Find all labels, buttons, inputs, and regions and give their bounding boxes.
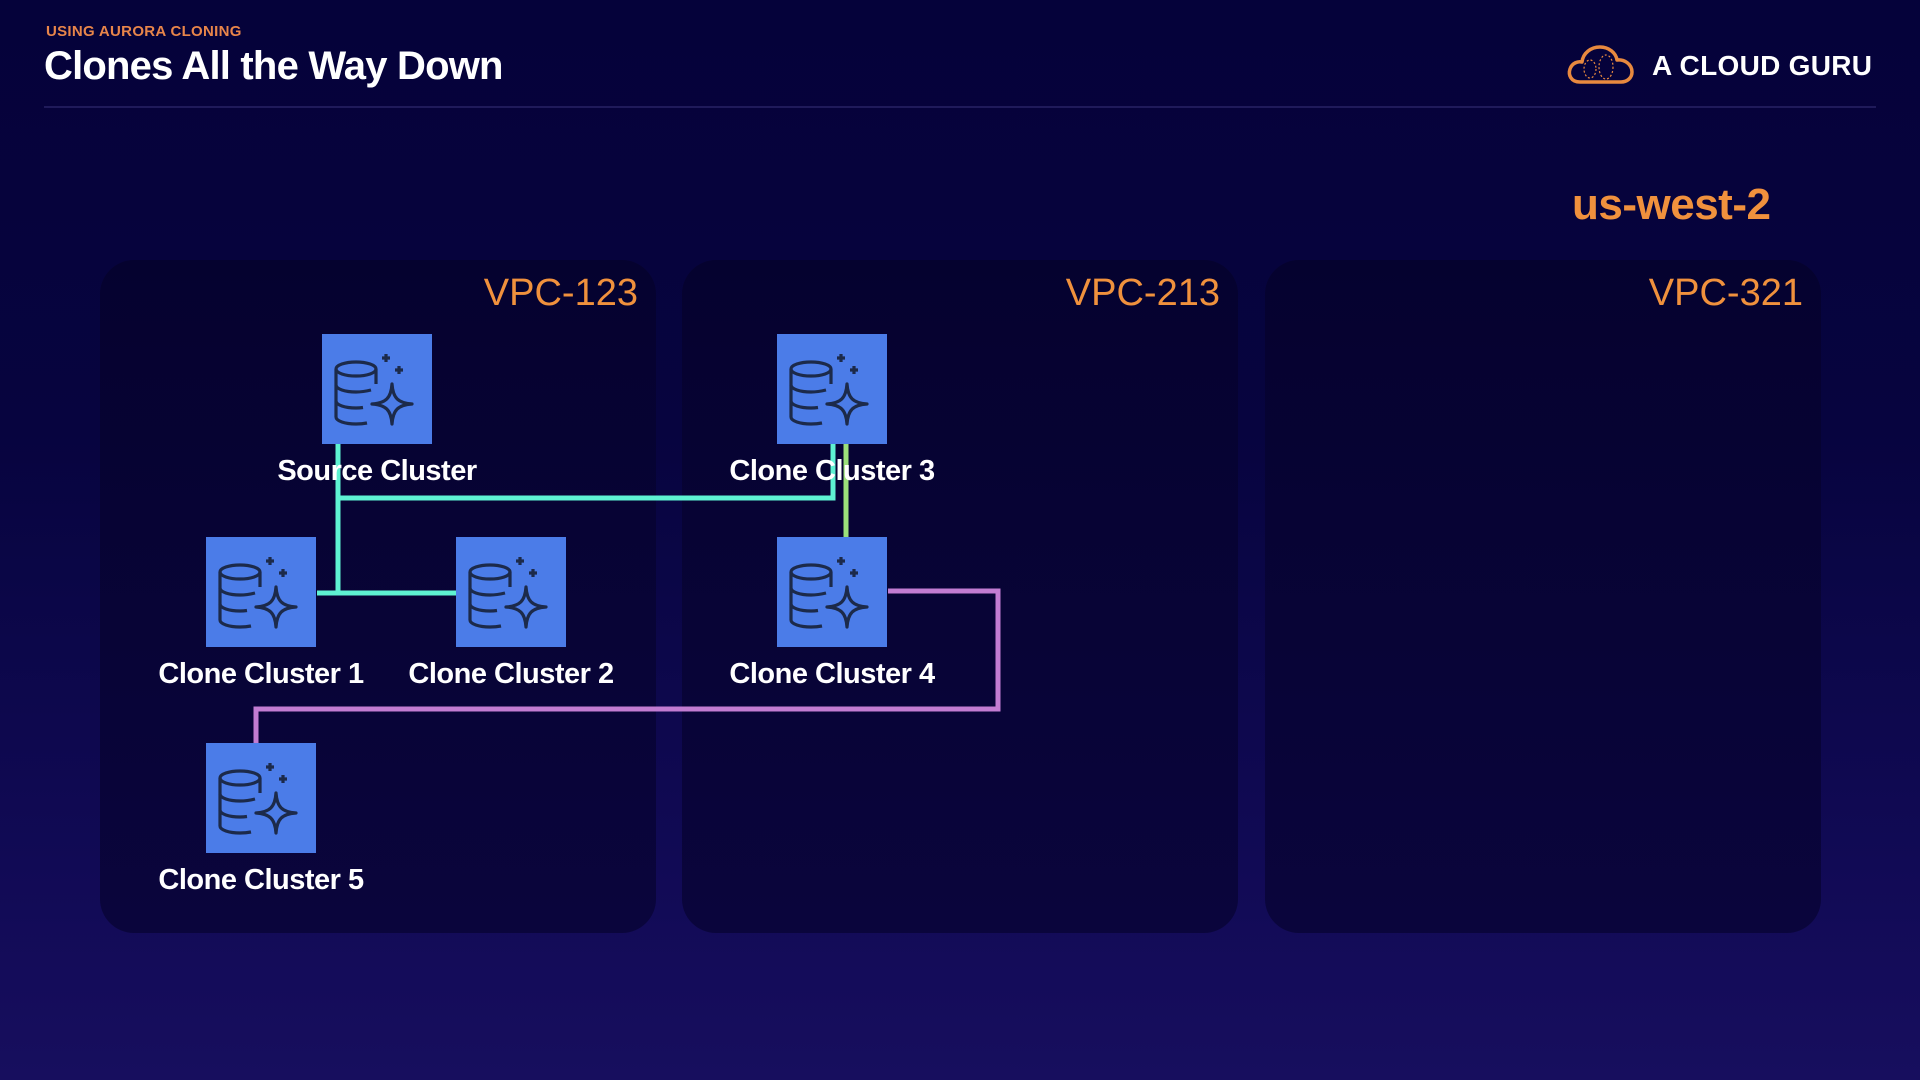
node-clone-cluster-1[interactable]: [206, 537, 316, 647]
header-divider: [44, 106, 1876, 108]
vpc-box-321: VPC-321: [1265, 260, 1821, 933]
node-clone-cluster-2[interactable]: [456, 537, 566, 647]
edge-source-clone3: [338, 444, 836, 501]
aurora-database-icon: [218, 763, 298, 835]
aurora-database-icon: [789, 354, 869, 426]
brand-name: A CLOUD GURU: [1652, 50, 1873, 81]
brand-logo: A CLOUD GURU: [1566, 44, 1872, 88]
vpc-label: VPC-321: [1648, 272, 1803, 314]
node-label-clone3: Clone Cluster 3: [729, 455, 935, 487]
page-title: Clones All the Way Down: [44, 44, 503, 88]
node-label-clone5: Clone Cluster 5: [158, 864, 364, 896]
node-clone-cluster-4[interactable]: [777, 537, 887, 647]
vpc-label: VPC-213: [1065, 272, 1220, 314]
aurora-database-icon: [789, 557, 869, 629]
node-label-source: Source Cluster: [277, 455, 477, 487]
node-label-clone2: Clone Cluster 2: [408, 658, 614, 690]
edge-clone4-clone5: [253, 588, 1001, 743]
node-clone-cluster-5[interactable]: [206, 743, 316, 853]
region-label: us-west-2: [1572, 180, 1771, 229]
node-label-clone1: Clone Cluster 1: [158, 658, 364, 690]
aurora-database-icon: [218, 557, 298, 629]
vpc-label: VPC-123: [483, 272, 638, 314]
vpc-box-213: VPC-213: [682, 260, 1238, 933]
section-subtitle: USING AURORA CLONING: [46, 23, 242, 40]
cloud-icon: [1566, 43, 1636, 90]
node-label-clone4: Clone Cluster 4: [729, 658, 935, 690]
node-source-cluster[interactable]: [322, 334, 432, 444]
node-clone-cluster-3[interactable]: [777, 334, 887, 444]
aurora-database-icon: [334, 354, 414, 426]
aurora-database-icon: [468, 557, 548, 629]
